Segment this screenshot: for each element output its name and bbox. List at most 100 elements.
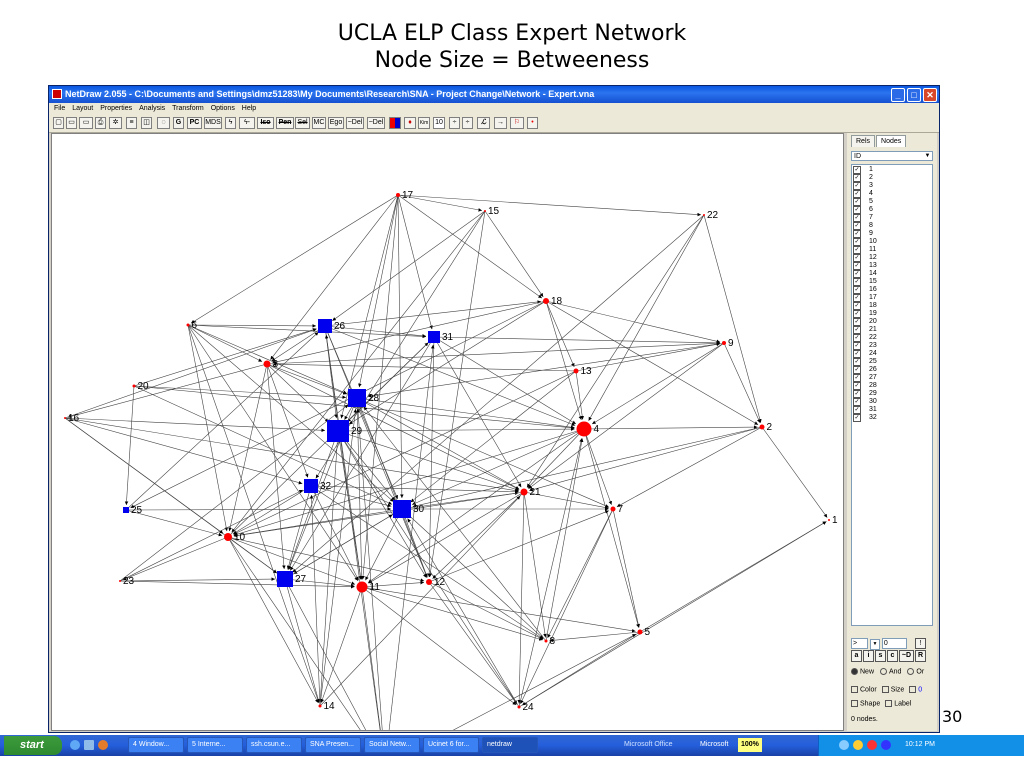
node-list-item[interactable]: ✓17 [853, 294, 877, 302]
task-sna-presentation[interactable]: SNA Presen... [305, 737, 361, 753]
chevron-down-icon[interactable]: ▼ [869, 639, 880, 650]
microsoft-toolbar-label[interactable]: Microsoft [700, 741, 729, 748]
tab-nodes[interactable]: Nodes [876, 135, 907, 147]
node-marker[interactable] [703, 214, 705, 216]
node-marker[interactable] [224, 533, 232, 541]
arrow-icon[interactable]: → [494, 117, 507, 129]
node-20[interactable]: 20 [132, 381, 150, 392]
node-checkbox[interactable]: ✓ [853, 366, 861, 374]
node-marker[interactable] [132, 384, 136, 388]
node-list-item[interactable]: ✓25 [853, 358, 877, 366]
node-list-item[interactable]: ✓9 [853, 230, 873, 238]
node-list[interactable]: ✓1✓2✓3✓4✓5✓6✓7✓8✓9✓10✓11✓12✓13✓14✓15✓16✓… [851, 164, 933, 626]
menu-transform[interactable]: Transform [172, 105, 204, 112]
node-25[interactable]: 25 [123, 505, 143, 516]
node-list-item[interactable]: ✓19 [853, 310, 877, 318]
node-checkbox[interactable]: ✓ [853, 230, 861, 238]
node-checkbox[interactable]: ✓ [853, 166, 861, 174]
menu-file[interactable]: File [54, 105, 66, 112]
size-field[interactable]: 10 [433, 117, 445, 129]
radio-or[interactable] [907, 668, 915, 675]
menu-properties[interactable]: Properties [100, 105, 133, 112]
node-marker[interactable] [348, 389, 366, 407]
node-list-item[interactable]: ✓16 [853, 286, 877, 294]
a-button[interactable]: a [851, 650, 862, 662]
start-button[interactable]: start [4, 736, 62, 755]
c-button[interactable]: c [887, 650, 898, 662]
desktop-quicklaunch-icon[interactable] [84, 740, 94, 750]
node-12[interactable]: 12 [426, 577, 446, 588]
node-checkbox[interactable]: ✓ [853, 238, 861, 246]
id-select[interactable]: ID ▼ [851, 151, 933, 161]
tray-shield-icon[interactable] [853, 740, 863, 750]
del-button-2[interactable]: ~Del [367, 117, 385, 129]
node-marker[interactable] [277, 571, 293, 587]
new-file-icon[interactable]: ▢ [53, 117, 64, 129]
node-checkbox[interactable]: ✓ [853, 398, 861, 406]
node-17[interactable]: 17 [396, 190, 414, 201]
node-1[interactable]: 1 [828, 515, 838, 526]
node-11[interactable]: 11 [356, 581, 381, 594]
pen-button[interactable]: Pen [276, 117, 294, 129]
node-26[interactable]: 26 [318, 319, 346, 333]
mds-button[interactable]: MDS [204, 117, 222, 129]
node-list-item[interactable]: ✓4 [853, 190, 873, 198]
node-checkbox[interactable]: ✓ [853, 342, 861, 350]
node-3[interactable]: 3 [263, 359, 279, 370]
node-6[interactable]: 6 [186, 320, 198, 331]
close-button[interactable]: ✕ [923, 88, 937, 102]
node-list-item[interactable]: ✓27 [853, 374, 877, 382]
node-marker[interactable] [318, 704, 322, 708]
node-checkbox[interactable]: ✓ [853, 286, 861, 294]
node-marker[interactable] [263, 360, 271, 368]
node-30[interactable]: 30 [393, 500, 425, 518]
print-icon[interactable]: ⎙ [95, 117, 106, 129]
node-marker[interactable] [543, 298, 549, 304]
node-checkbox[interactable]: ✓ [853, 190, 861, 198]
node-checkbox[interactable]: ✓ [853, 326, 861, 334]
network-canvas[interactable]: 1234567891011121314151617181920212223242… [51, 133, 844, 731]
tray-network-icon[interactable] [839, 740, 849, 750]
node-marker[interactable] [484, 210, 486, 212]
color-grid-icon[interactable] [389, 117, 401, 129]
node-checkbox[interactable]: ✓ [853, 174, 861, 182]
node-marker[interactable] [520, 488, 528, 496]
node-list-item[interactable]: ✓5 [853, 198, 873, 206]
frame-icon[interactable]: ◫ [141, 117, 152, 129]
tray-media-icon[interactable] [881, 740, 891, 750]
node-list-item[interactable]: ✓20 [853, 318, 877, 326]
node-24[interactable]: 24 [517, 702, 535, 713]
kim-icon[interactable]: Kim [418, 117, 430, 129]
node-marker[interactable] [119, 580, 121, 582]
node-checkbox[interactable]: ✓ [853, 206, 861, 214]
node-checkbox[interactable]: ✓ [853, 406, 861, 414]
spin-up-icon[interactable]: ÷ [449, 117, 460, 129]
node-list-item[interactable]: ✓30 [853, 398, 877, 406]
ie-quicklaunch-icon[interactable] [70, 740, 80, 750]
node-list-item[interactable]: ✓2 [853, 174, 873, 182]
node-checkbox[interactable]: ✓ [853, 214, 861, 222]
del-button-1[interactable]: ~Del [346, 117, 364, 129]
node-18[interactable]: 18 [543, 296, 563, 307]
window-titlebar[interactable]: NetDraw 2.055 - C:\Documents and Setting… [49, 86, 939, 103]
node-4[interactable]: 4 [576, 421, 600, 437]
node-marker[interactable] [722, 341, 726, 345]
node-checkbox[interactable]: ✓ [853, 246, 861, 254]
node-checkbox[interactable]: ✓ [853, 390, 861, 398]
node-list-item[interactable]: ✓21 [853, 326, 877, 334]
node-checkbox[interactable]: ✓ [853, 382, 861, 390]
node-list-item[interactable]: ✓11 [853, 246, 876, 254]
minimize-button[interactable]: _ [891, 88, 905, 102]
list-icon[interactable]: ≡ [126, 117, 137, 129]
node-marker[interactable] [544, 639, 548, 643]
node-marker[interactable] [327, 420, 349, 442]
lightning-icon[interactable]: ϟ [225, 117, 236, 129]
node-checkbox[interactable]: ✓ [853, 294, 861, 302]
menu-options[interactable]: Options [210, 105, 235, 112]
flag-icon[interactable]: ⚐ [510, 117, 524, 129]
node-list-item[interactable]: ✓13 [853, 262, 877, 270]
node-list-item[interactable]: ✓7 [853, 214, 873, 222]
nodes-color-icon[interactable]: ♦ [404, 117, 416, 129]
color-checkbox[interactable] [851, 686, 858, 693]
ego-button[interactable]: Ego [328, 117, 344, 129]
